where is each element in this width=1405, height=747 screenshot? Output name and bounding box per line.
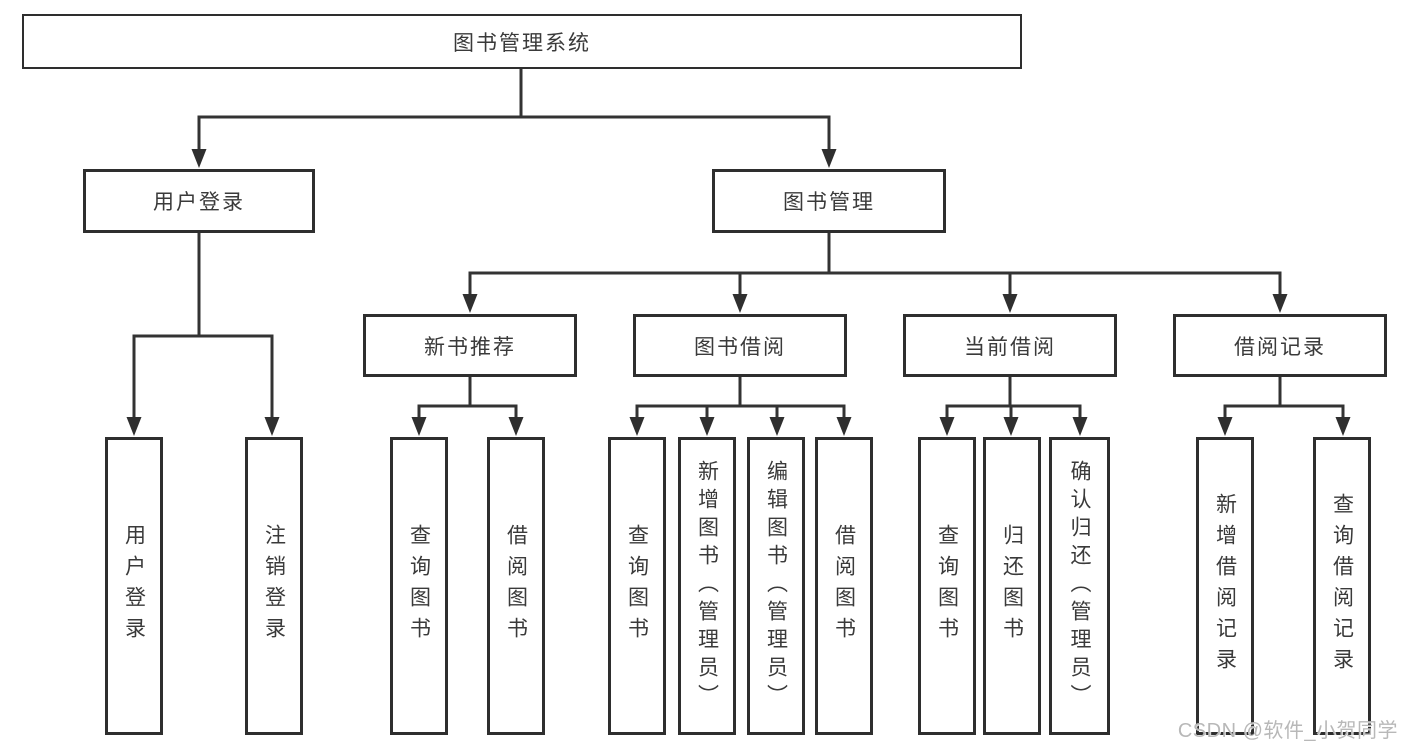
node-label: 图书管理系统 [453,31,591,55]
node-label: 图书管理 [783,191,875,214]
node-label: 图书借阅 [694,335,786,359]
node-book-borrow: 图书借阅 [633,314,847,377]
node-label: 用户登录 [153,191,245,214]
leaf-label: 用户登录 [122,524,146,648]
csdn-watermark: CSDN @软件_小贺同学 [1177,720,1398,742]
node-book-management: 图书管理 [712,169,946,233]
leaf-label: 归还图书 [1000,524,1024,648]
leaf-label: 查询图书 [935,524,959,648]
leaf-edit-book-admin: 编辑图书（管理员） [747,437,805,735]
node-new-book-recommend: 新书推荐 [363,314,577,377]
leaf-label: 注销登录 [262,524,286,648]
node-borrow-records: 借阅记录 [1173,314,1387,377]
leaf-logout: 注销登录 [245,437,303,735]
leaf-label: 查询借阅记录 [1330,493,1354,679]
leaf-label: 查询图书 [407,524,431,648]
leaf-query-book-current: 查询图书 [918,437,976,735]
leaf-add-borrow-record: 新增借阅记录 [1196,437,1254,735]
leaf-query-book-recommend: 查询图书 [390,437,448,735]
leaf-borrow-book: 借阅图书 [815,437,873,735]
node-label: 新书推荐 [424,335,516,359]
leaf-user-login: 用户登录 [105,437,163,735]
leaf-add-book-admin: 新增图书（管理员） [678,437,736,735]
leaf-label: 编辑图书（管理员） [764,460,788,712]
leaf-query-borrow-record: 查询借阅记录 [1313,437,1371,735]
leaf-return-book: 归还图书 [983,437,1041,735]
leaf-confirm-return-admin: 确认归还（管理员） [1049,437,1110,735]
leaf-label: 确认归还（管理员） [1068,460,1091,712]
leaf-query-book-borrow: 查询图书 [608,437,666,735]
leaf-label: 新增借阅记录 [1213,493,1237,679]
leaf-borrow-book-recommend: 借阅图书 [487,437,545,735]
leaf-label: 借阅图书 [832,524,856,648]
leaf-label: 新增图书（管理员） [695,460,719,712]
node-root-library-system: 图书管理系统 [22,14,1022,69]
node-current-borrow: 当前借阅 [903,314,1117,377]
leaf-label: 查询图书 [625,524,649,648]
node-user-login: 用户登录 [83,169,315,233]
leaf-label: 借阅图书 [504,524,528,648]
node-label: 当前借阅 [964,335,1056,359]
node-label: 借阅记录 [1234,335,1326,359]
